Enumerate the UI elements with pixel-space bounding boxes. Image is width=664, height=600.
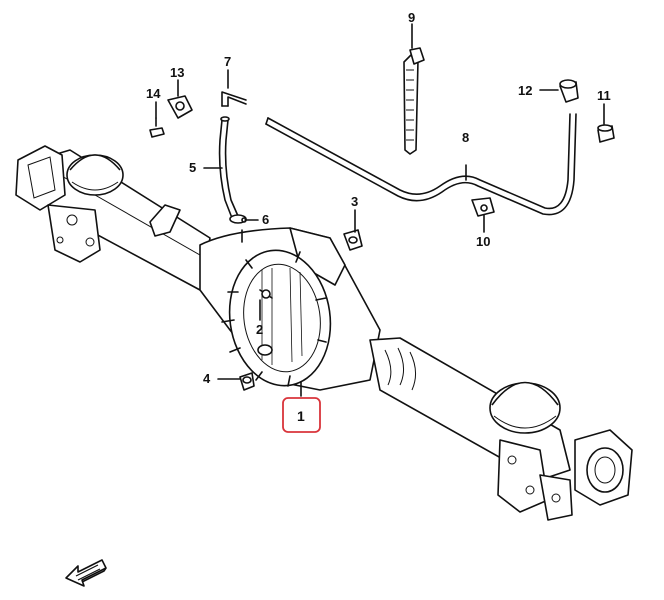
callout-11[interactable]: 11 <box>597 88 611 103</box>
leader-lines <box>155 23 605 397</box>
callout-9[interactable]: 9 <box>408 10 415 25</box>
tie-strap <box>403 47 425 155</box>
callout-1[interactable]: 1 <box>297 408 305 424</box>
callout-13[interactable]: 13 <box>170 65 184 80</box>
callout-12[interactable]: 12 <box>518 83 532 98</box>
callout-1-highlight-box[interactable] <box>282 397 321 433</box>
vent-cap <box>559 79 579 103</box>
callout-4[interactable]: 4 <box>203 371 211 386</box>
vent-pipe <box>265 113 577 216</box>
callout-6[interactable]: 6 <box>262 212 269 227</box>
callout-5[interactable]: 5 <box>189 160 196 175</box>
bolt <box>149 117 165 138</box>
front-direction-arrow-icon <box>65 559 107 587</box>
mounting-bracket <box>167 95 193 119</box>
fill-plug <box>343 229 363 251</box>
drain-plug <box>239 372 255 391</box>
breather-hose <box>218 116 239 219</box>
callout-10[interactable]: 10 <box>476 234 490 249</box>
axle-housing <box>15 145 633 521</box>
cap-nut <box>597 124 615 143</box>
breather-connector <box>221 91 247 107</box>
callout-2[interactable]: 2 <box>256 322 263 337</box>
callout-labels: 1 2 3 4 5 6 7 8 9 10 11 12 13 14 <box>146 10 611 433</box>
callout-3[interactable]: 3 <box>351 194 358 209</box>
hose-clamp <box>229 214 247 224</box>
callout-14[interactable]: 14 <box>146 86 161 101</box>
callout-7[interactable]: 7 <box>224 54 231 69</box>
callout-8[interactable]: 8 <box>462 130 469 145</box>
pipe-clip <box>471 197 495 217</box>
